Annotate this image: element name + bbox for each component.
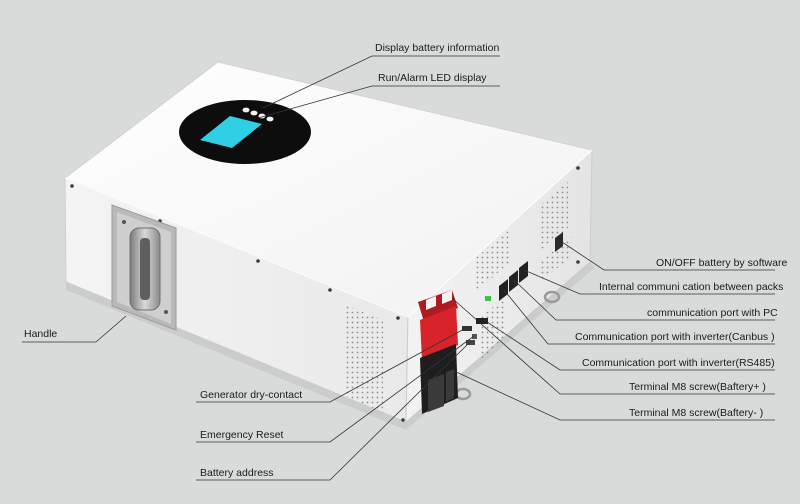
right-vent-lower [480,296,506,360]
run-alarm-led-icon [242,107,274,122]
handle-assembly [111,204,177,331]
label-terminal-negative: Terminal M8 screw(Baftery- ) [629,407,763,419]
status-green-icon [485,296,491,301]
internal-comm-port-icon [519,261,528,283]
display-screen [200,116,262,148]
label-comm-pc: communication port with PC [647,307,778,319]
address-dip-switch-icon [466,340,475,345]
canbus-port-icon [499,279,508,301]
label-terminal-positive: Terminal M8 screw(Baftery+ ) [629,381,766,393]
generator-contact-icon [462,326,472,331]
right-vent-middle [476,228,510,292]
ring-lug-lower [454,387,472,401]
port-panel [454,232,563,401]
pc-port-icon [509,270,518,292]
emergency-reset-icon [472,334,477,339]
callout-labels: Display battery information Run/Alarm LE… [24,42,787,479]
label-emergency-reset: Emergency Reset [200,429,284,441]
label-battery-address: Battery address [200,467,274,479]
label-handle: Handle [24,328,57,340]
rs485-port-icon [476,318,488,324]
label-comm-rs485: Communication port with inverter(RS485) [582,357,775,369]
ring-lug-upper [543,290,561,304]
left-vent [345,305,383,412]
leader-lines [22,55,775,481]
right-vent-bottom [540,236,572,282]
display-panel [179,100,311,164]
right-vent-upper [540,182,568,252]
label-generator: Generator dry-contact [200,389,302,401]
terminal-negative-icon [420,344,458,414]
label-run-alarm-led: Run/Alarm LED display [378,72,487,84]
terminal-positive-icon [418,290,458,360]
onoff-button-icon [555,232,563,252]
label-comm-canbus: Communication port with inverter(Canbus … [575,331,775,343]
label-internal-comm: Internal communi cation between packs [599,281,783,293]
label-display-battery: Display battery information [375,42,499,54]
housing-screws [70,166,580,422]
label-onoff: ON/OFF battery by software [656,257,787,269]
